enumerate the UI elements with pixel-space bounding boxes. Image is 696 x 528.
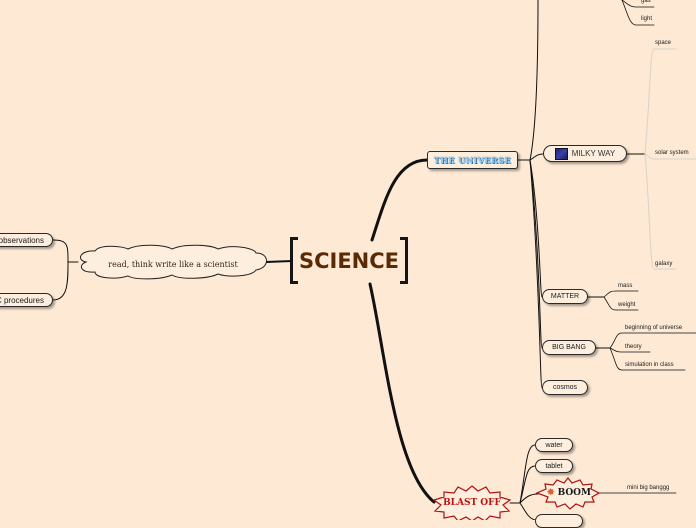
right-bracket (400, 237, 408, 284)
leaf-beginning-of-universe[interactable]: beginning of universe (625, 325, 683, 331)
leaf-mini-big-banggg[interactable]: mini big banggg (627, 485, 670, 491)
boom-starburst (535, 477, 601, 510)
connector-root-blastoff (368, 282, 436, 504)
leaf-gas[interactable]: gas (641, 0, 651, 4)
node-milky-way[interactable]: MILKY WAY (543, 145, 627, 162)
explosion-icon: ✸ (547, 488, 555, 498)
leaf-space[interactable]: space (655, 40, 672, 46)
node-water[interactable]: water (535, 438, 573, 452)
left-bracket (290, 237, 298, 284)
node-blast-off[interactable]: BLAST OFF (443, 498, 501, 508)
blast-off-starburst (432, 485, 512, 520)
root-node-science[interactable]: SCIENCE (290, 237, 408, 285)
node-observations[interactable]: observations (0, 233, 53, 247)
leaf-light[interactable]: light (641, 16, 653, 22)
leaf-solar-system[interactable]: solar system (655, 150, 689, 156)
root-title: SCIENCE (298, 249, 400, 273)
node-the-universe[interactable]: THE UNIVERSE (427, 151, 518, 169)
leaf-simulation-in-class[interactable]: simulation in class (625, 362, 674, 368)
milky-way-label: MILKY WAY (571, 149, 616, 158)
galaxy-image-icon (554, 147, 568, 160)
node-matter[interactable]: MATTER (542, 289, 588, 304)
node-boom[interactable]: ✸ BOOM (540, 484, 598, 502)
node-tablet[interactable]: tablet (535, 459, 573, 473)
leaf-mass[interactable]: mass (618, 283, 633, 289)
leaf-weight[interactable]: weight (618, 302, 636, 308)
connector-root-universe (370, 158, 429, 242)
universe-label: THE UNIVERSE (433, 155, 512, 165)
leaf-theory[interactable]: theory (625, 344, 642, 350)
node-procedures[interactable]: C procedures (0, 293, 53, 307)
node-partial-bottom[interactable] (535, 514, 583, 528)
node-cosmos[interactable]: cosmos (542, 380, 588, 395)
node-big-bang[interactable]: BIG BANG (542, 340, 596, 355)
cloud-node-read-think-write[interactable]: read, think write like a scientist (108, 259, 238, 269)
boom-label: BOOM (557, 488, 591, 498)
cloud-shape (80, 244, 267, 280)
leaf-galaxy[interactable]: galaxy (655, 261, 673, 267)
connector-root-cloud (265, 260, 293, 263)
